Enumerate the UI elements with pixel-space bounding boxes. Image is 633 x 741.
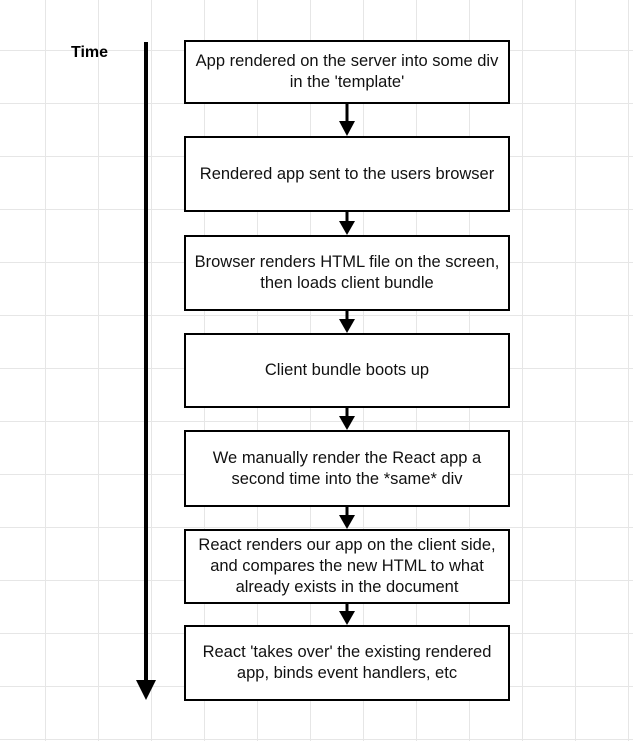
step-box-browser-renders-html: Browser renders HTML file on the screen,… xyxy=(184,235,510,311)
step-text: React renders our app on the client side… xyxy=(198,536,496,596)
step-box-server-render: App rendered on the server into some div… xyxy=(184,40,510,104)
connector-1-2 xyxy=(339,103,355,136)
step-text: React 'takes over' the existing rendered… xyxy=(202,643,492,682)
step-text: Client bundle boots up xyxy=(264,361,430,379)
step-text: Rendered app sent to the users browser xyxy=(199,164,495,183)
connector-2-3 xyxy=(339,211,355,235)
connector-4-5 xyxy=(339,407,355,430)
step-text: Browser renders HTML file on the screen,… xyxy=(194,253,500,292)
step-box-client-bundle-boots: Client bundle boots up xyxy=(184,333,510,408)
step-text: We manually render the React app a secon… xyxy=(212,448,482,488)
connector-3-4 xyxy=(339,310,355,333)
time-axis-label: Time xyxy=(71,44,109,61)
step-box-react-compares: React renders our app on the client side… xyxy=(184,529,510,604)
step-box-react-takes-over: React 'takes over' the existing rendered… xyxy=(184,625,510,701)
step-box-send-to-browser: Rendered app sent to the users browser xyxy=(184,136,510,212)
connector-6-7 xyxy=(339,603,355,625)
connector-5-6 xyxy=(339,506,355,529)
step-box-manual-render: We manually render the React app a secon… xyxy=(184,430,510,507)
step-text: App rendered on the server into some div… xyxy=(195,52,499,91)
